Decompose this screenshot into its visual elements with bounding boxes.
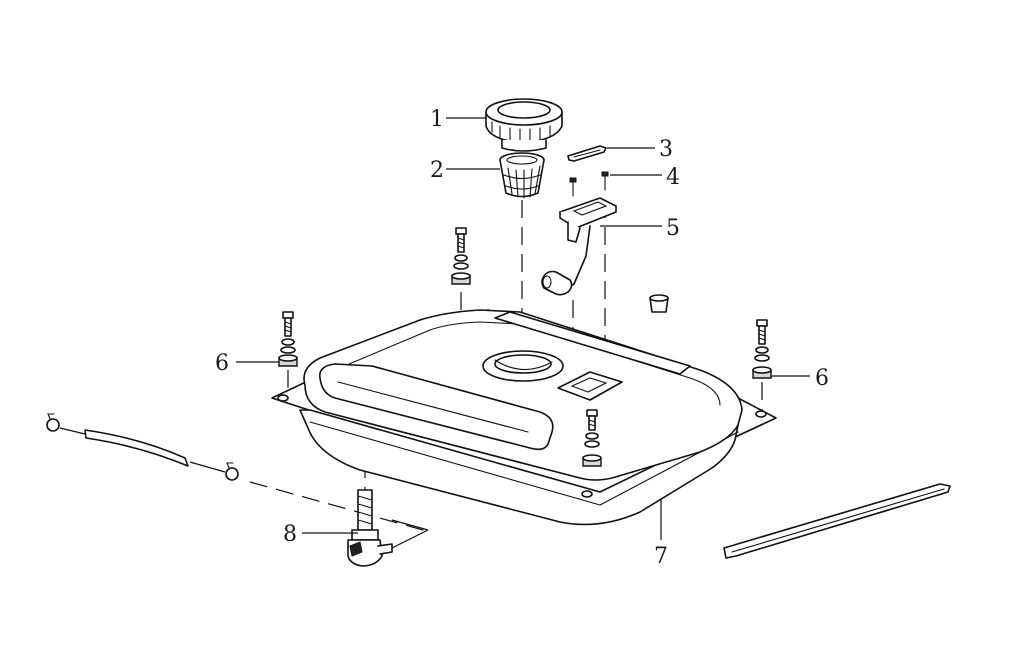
callout-8: 8 — [283, 522, 297, 547]
callout-7: 7 — [654, 544, 668, 569]
rubber-cushion-strip — [723, 483, 951, 559]
fuel-cock — [347, 489, 429, 567]
tank-gauge-seat — [557, 371, 623, 401]
tank-top-ridge — [494, 311, 691, 375]
mounting-bolt-set-right — [752, 319, 772, 379]
callout-2: 2 — [430, 158, 444, 183]
callout-leaders — [236, 117, 810, 540]
callout-4: 4 — [666, 165, 680, 190]
gauge-screws — [569, 171, 609, 197]
callout-5: 5 — [666, 216, 680, 241]
callout-1: 1 — [430, 107, 444, 132]
filler-cap — [485, 98, 563, 152]
tank-lower-body — [299, 409, 739, 526]
vent-plug — [649, 294, 669, 313]
mounting-bolt-set-center — [451, 227, 471, 285]
fuel-strainer — [499, 152, 545, 199]
callout-6-right: 6 — [815, 366, 829, 391]
fuel-gauge — [541, 197, 617, 296]
mounting-bolt-set-front — [582, 409, 602, 467]
gauge-float — [541, 270, 573, 296]
fuel-tank — [271, 309, 777, 526]
callout-3: 3 — [659, 137, 673, 162]
tank-handle-recess — [318, 363, 554, 451]
gauge-clip — [567, 145, 607, 162]
callout-6-left: 6 — [215, 351, 229, 376]
callout-numbers: 1 2 3 4 5 6 6 7 8 — [215, 107, 829, 569]
fuel-hose — [46, 413, 239, 481]
mounting-bolt-set-left — [278, 311, 298, 367]
